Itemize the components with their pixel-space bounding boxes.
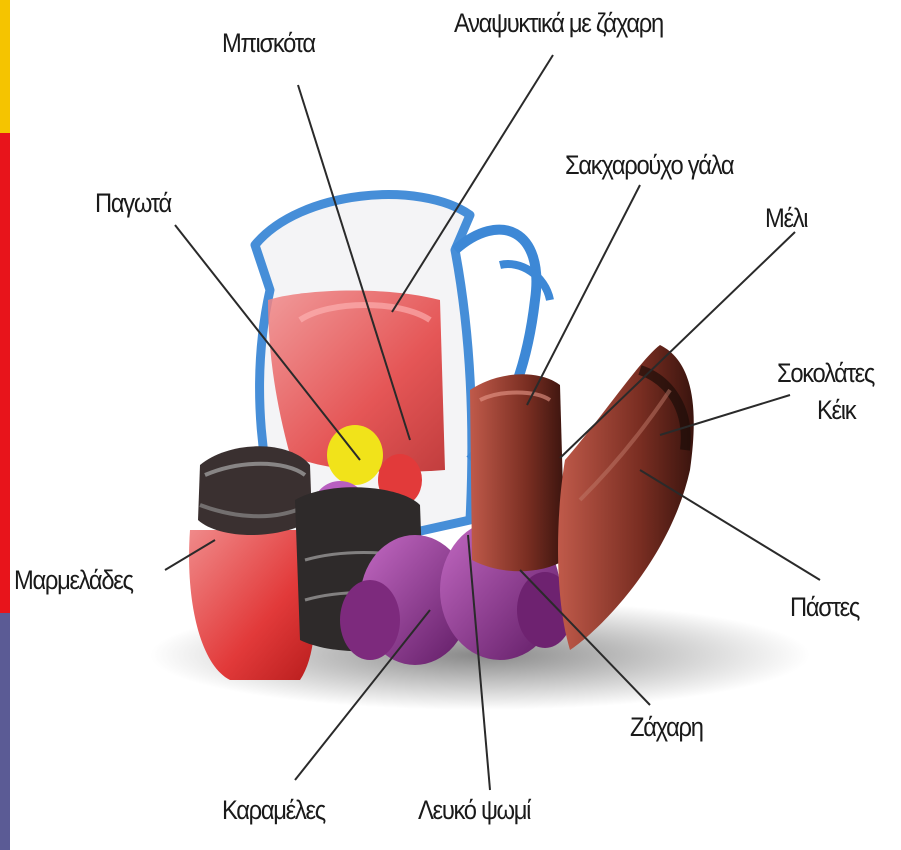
label-karameles: Καραμέλες [222, 795, 325, 826]
jam-jar [189, 446, 315, 680]
condensed-milk [470, 374, 565, 571]
label-mpiskota: Μπισκότα [222, 28, 315, 59]
line-sakxaroyxo [527, 185, 640, 405]
label-keik: Κέικ [817, 395, 855, 426]
label-meli: Μέλι [765, 203, 807, 234]
label-pagwta: Παγωτά [95, 188, 171, 219]
label-anapsyktika: Αναψυκτικά με ζάχαρη [454, 8, 663, 39]
label-sokolates: Σοκολάτες [777, 358, 874, 389]
label-pastes: Πάστες [790, 592, 859, 623]
label-sakxaroyxo: Σακχαρούχο γάλα [565, 150, 733, 181]
label-leyko-psomi: Λευκό ψωμί [418, 795, 530, 826]
chocolate [558, 345, 694, 650]
label-marmelades: Μαρμελάδες [14, 565, 133, 596]
label-zaxarh: Ζάχαρη [630, 712, 703, 743]
